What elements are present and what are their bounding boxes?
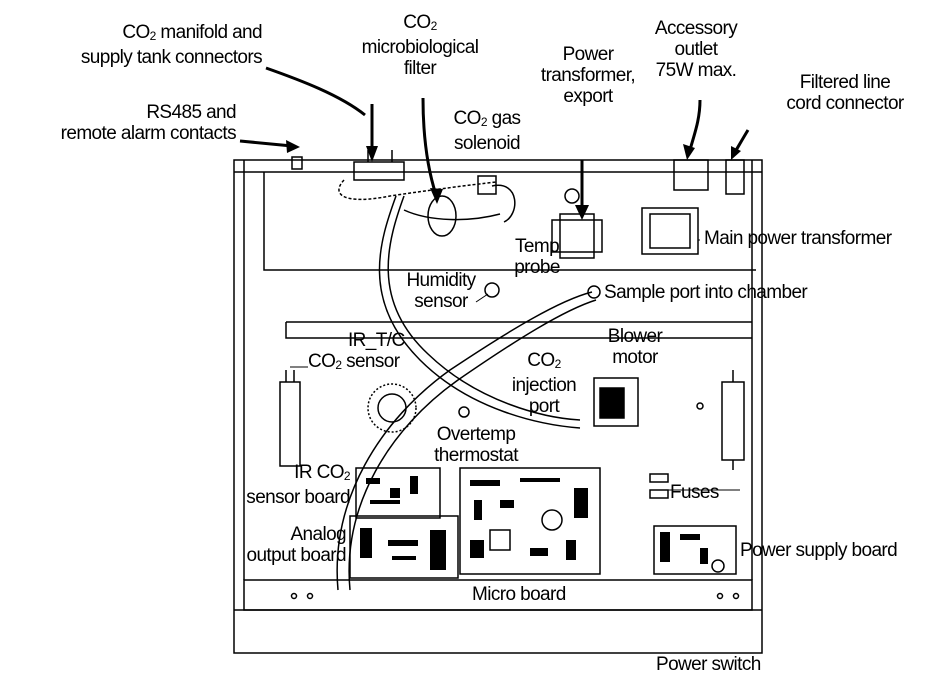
label-blower-motor: Blower motor xyxy=(607,326,663,368)
right-bracket xyxy=(721,381,745,461)
humidity-sensor-shape xyxy=(484,282,500,298)
co2-filter-shape xyxy=(427,195,457,237)
label-power-supply-board: Power supply board xyxy=(740,540,898,561)
label-filtered-line-cord: Filtered line cord connector xyxy=(786,72,904,114)
rs485-connector xyxy=(291,156,303,170)
analog-output-board xyxy=(349,515,459,579)
label-micro-board: Micro board xyxy=(470,584,568,605)
label-accessory-outlet: Accessory outlet 75W max. xyxy=(654,18,738,81)
label-ir-co2-sensor-board: IR CO2 sensor board xyxy=(246,462,350,508)
ir-co2-sensor-ring xyxy=(367,383,417,433)
label-overtemp-thermostat: Overtemp thermostat xyxy=(434,424,518,466)
sample-port-shape xyxy=(587,285,601,299)
label-co2-injection-port: CO2 injection port xyxy=(511,350,577,417)
label-main-power-transformer: Main power transformer xyxy=(704,228,892,249)
main-transformer xyxy=(641,207,699,255)
label-power-switch: Power switch xyxy=(656,654,761,675)
solenoid-shape xyxy=(477,175,497,195)
label-humidity-sensor: Humidity sensor xyxy=(406,270,476,312)
power-supply-board-shape xyxy=(653,525,737,575)
fuse-2 xyxy=(649,489,669,499)
blower-motor-shape xyxy=(593,377,639,427)
label-temp-probe: Temp probe xyxy=(514,236,560,278)
sample-tube xyxy=(336,291,593,591)
ir-co2-sensor-board xyxy=(355,467,441,519)
co2-supply-tube xyxy=(338,179,497,201)
label-power-transformer-export: Power transformer, export xyxy=(540,44,636,107)
accessory-outlet-box xyxy=(673,159,709,191)
micro-board-shape xyxy=(459,467,601,575)
label-sample-port: Sample port into chamber xyxy=(604,282,808,303)
chassis-outline xyxy=(233,159,763,654)
label-co2-filter: CO2 microbiological filter xyxy=(361,12,479,79)
label-rs485: RS485 and remote alarm contacts xyxy=(60,102,237,144)
upper-compartment xyxy=(263,172,756,271)
label-fuses: Fuses xyxy=(670,482,719,503)
label-ir-tc-co2-sensor: IR_T/C CO2 sensor xyxy=(308,330,405,372)
fuse-1 xyxy=(649,473,669,483)
left-bracket xyxy=(279,381,301,467)
manifold-connector xyxy=(353,161,405,181)
label-analog-output-board: Analog output board xyxy=(246,524,347,566)
label-co2-gas-solenoid: CO2 gas solenoid xyxy=(453,108,521,154)
label-co2-manifold: CO2 manifold and supply tank connectors xyxy=(80,22,263,68)
